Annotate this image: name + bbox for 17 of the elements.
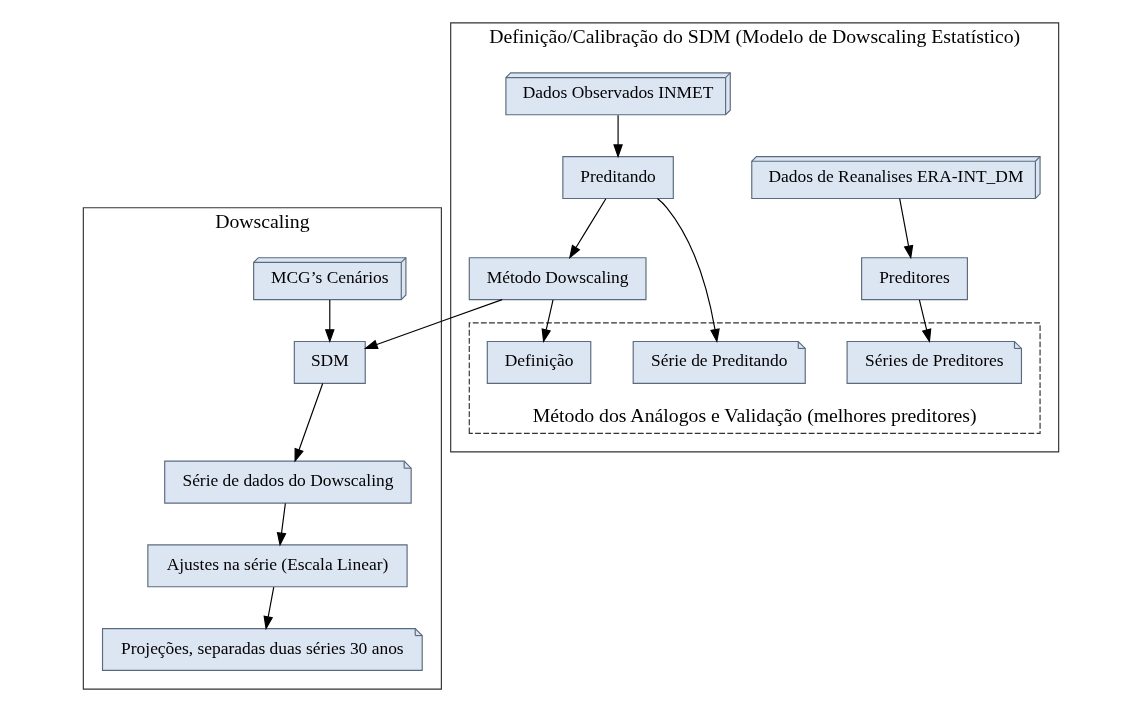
arrow xyxy=(541,298,554,343)
arrow xyxy=(263,586,274,630)
node-box: Método Dowscaling xyxy=(468,256,647,300)
arrow xyxy=(568,197,606,259)
arrow xyxy=(276,502,286,547)
arrow xyxy=(918,298,931,343)
node-box: Definição xyxy=(486,340,591,384)
arrow xyxy=(294,382,323,463)
arrow xyxy=(324,298,335,343)
node-box: Ajustes na série (Escala Linear) xyxy=(146,543,408,587)
arrow xyxy=(656,197,720,343)
node-box: SDM xyxy=(293,340,366,384)
node-box: Preditando xyxy=(561,155,674,199)
arrow xyxy=(898,197,913,259)
arrow xyxy=(363,298,503,349)
node-box: Preditores xyxy=(860,256,968,300)
arrow xyxy=(612,114,623,158)
